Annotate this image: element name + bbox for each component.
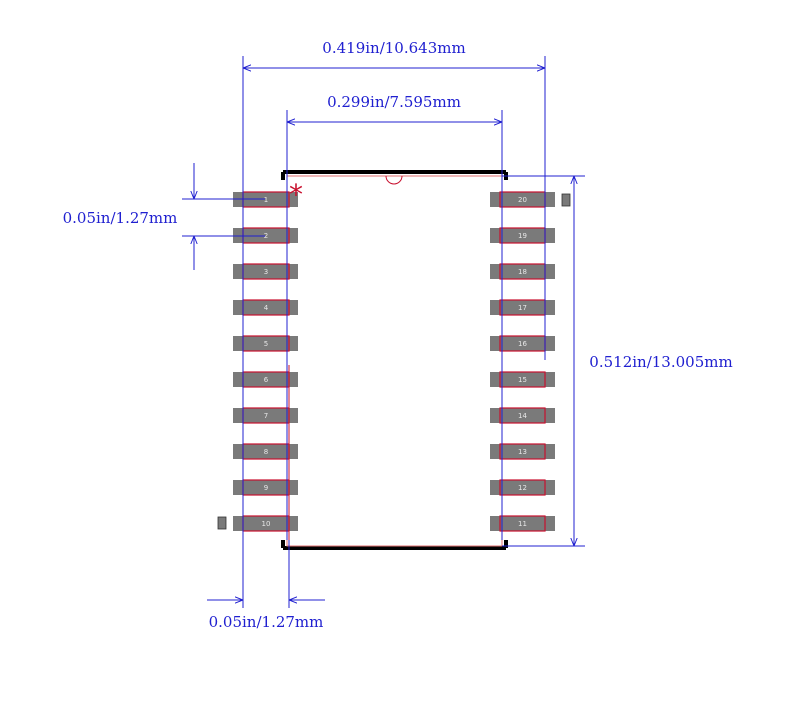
pin-number-label: 19: [518, 232, 527, 240]
left-pad: [233, 408, 298, 423]
left-pads: 1 2 3 4 5 6 7 8 9 10: [233, 191, 298, 532]
left-pad: [233, 444, 298, 459]
pin-number-label: 16: [518, 340, 527, 348]
left-pad: [233, 336, 298, 351]
right-lead-outline: [499, 443, 546, 460]
pin-number-label: 4: [264, 304, 269, 312]
right-pad: [490, 408, 555, 423]
pitch-label: 0.05in/1.27mm: [63, 209, 178, 227]
right-pad: [490, 336, 555, 351]
pin-number-label: 11: [518, 520, 527, 528]
right-lead-outline: [499, 515, 546, 532]
dimension-body-width: 0.299in/7.595mm: [286, 93, 503, 540]
pin-number-label: 13: [518, 448, 527, 456]
dimension-pad-width: 0.05in/1.27mm: [207, 540, 325, 631]
left-pad: [233, 228, 298, 243]
pin-number-label: 12: [518, 484, 527, 492]
pin-number-label: 14: [518, 412, 527, 420]
right-lead-outline: [499, 371, 546, 388]
pin-number-label: 17: [518, 304, 527, 312]
left-pad: [233, 300, 298, 315]
overall-width-label: 0.419in/10.643mm: [322, 39, 465, 57]
pin-number-label: 6: [264, 376, 269, 384]
pin-number-label: 15: [518, 376, 527, 384]
right-pad: [490, 480, 555, 495]
right-pad: [490, 372, 555, 387]
right-pad: [490, 264, 555, 279]
corner-mark-right: [561, 193, 571, 207]
pin1-marker: *: [289, 178, 303, 211]
pin-number-label: 3: [264, 268, 268, 276]
pin-number-label: 8: [264, 448, 268, 456]
right-pad: [490, 516, 555, 531]
dimension-body-length: 0.512in/13.005mm: [502, 175, 733, 547]
right-lead-outline: [499, 479, 546, 496]
right-pad: [490, 192, 555, 207]
body-length-label: 0.512in/13.005mm: [589, 353, 732, 371]
package-body: [281, 170, 508, 550]
pin-number-label: 7: [264, 412, 268, 420]
body-width-label: 0.299in/7.595mm: [327, 93, 461, 111]
dimension-pitch: 0.05in/1.27mm: [63, 163, 265, 270]
right-pad: [490, 444, 555, 459]
left-pad: [233, 372, 298, 387]
right-pad: [490, 228, 555, 243]
right-pads: 20 19 18 17 16 15 14 13 12 11: [490, 191, 555, 532]
pin-number-label: 10: [262, 520, 271, 528]
pin1-notch: [385, 175, 403, 185]
right-pad: [490, 300, 555, 315]
pin-number-label: 2: [264, 232, 268, 240]
pin-number-label: 18: [518, 268, 527, 276]
right-lead-outline: [499, 407, 546, 424]
corner-mark-left: [217, 516, 227, 530]
left-pad: [233, 480, 298, 495]
left-pad: [233, 192, 298, 207]
pin-number-label: 20: [518, 196, 527, 204]
pad-width-label: 0.05in/1.27mm: [209, 613, 324, 631]
dimension-overall-width: 0.419in/10.643mm: [242, 39, 546, 608]
left-pad: [233, 264, 298, 279]
pin-number-label: 9: [264, 484, 268, 492]
pin-number-label: 5: [264, 340, 268, 348]
pin-number-label: 1: [264, 196, 268, 204]
left-pad: [233, 516, 298, 531]
